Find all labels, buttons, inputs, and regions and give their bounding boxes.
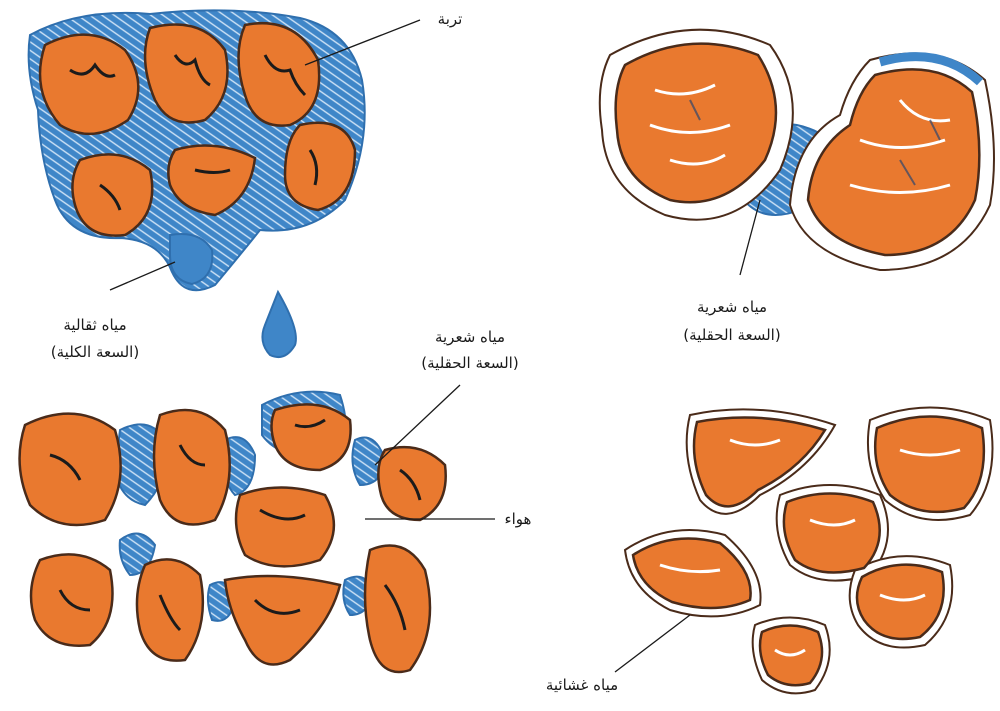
panel-hygroscopic	[625, 408, 993, 694]
panel-field-capacity-bottom	[20, 392, 446, 672]
panel-saturated	[29, 10, 365, 290]
panel-field-capacity-top	[600, 30, 994, 270]
soil-particle	[272, 404, 351, 470]
soil-particle	[808, 69, 979, 255]
label-air: هواء	[505, 510, 532, 528]
water-drop-icon	[262, 292, 296, 357]
soil-particle	[40, 35, 138, 134]
label-capillary-water-bottom: مياه شعرية	[435, 328, 505, 346]
leader-hygroscopic	[615, 615, 690, 672]
label-saturation-capacity: (السعة الكلية)	[51, 343, 139, 361]
label-field-capacity-top: (السعة الحقلية)	[683, 326, 780, 344]
label-capillary-water-top: مياه شعرية	[697, 298, 767, 316]
label-soil: تربة	[438, 10, 463, 28]
soil-particle	[225, 576, 340, 665]
label-gravity-water: مياه ثقالية	[63, 316, 126, 334]
leader-capillary-top	[740, 200, 760, 275]
label-hygroscopic-water: مياه غشائية	[546, 676, 618, 694]
soil-particle	[236, 488, 334, 567]
soil-particle	[137, 559, 203, 660]
label-field-capacity-bottom: (السعة الحقلية)	[421, 354, 518, 372]
soil-particle	[154, 410, 230, 525]
leader-gravity-water	[110, 262, 175, 290]
soil-particle	[31, 554, 113, 645]
water-drip	[170, 234, 212, 284]
soil-particle	[20, 414, 121, 525]
